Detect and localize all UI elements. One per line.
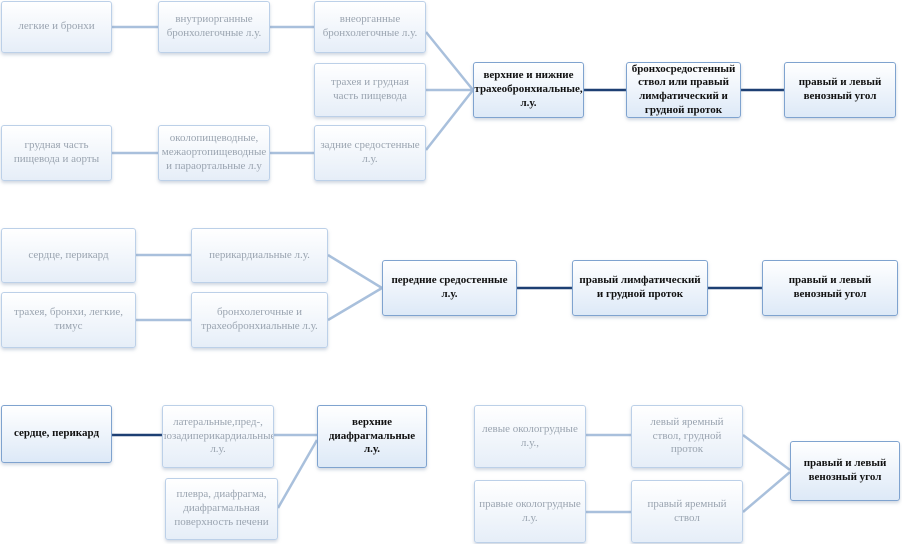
node-lungs-bronchi: легкие и бронхи	[1, 1, 112, 53]
node-upper-diaphragmatic-ln: верхние диафрагмальные л.у.	[317, 405, 427, 468]
edge-right-jugular-to-venous-angle	[742, 471, 791, 513]
node-trachea-bronchi-thymus: трахея, бронхи, легкие, тимус	[1, 292, 136, 348]
node-venous-angle-3: правый и левый венозный угол	[790, 441, 900, 501]
node-venous-angle-2: правый и левый венозный угол	[762, 260, 898, 316]
edge-left-jugular-to-venous-angle	[742, 433, 791, 472]
node-bronchopulmonary-ln: бронхолегочные и трахеобронхиальные л.у.	[191, 292, 328, 348]
node-extraorgan-ln: внеорганные бронхолегочные л.у.	[314, 1, 426, 53]
edge-bronchopulmonary-to-anterior	[327, 286, 383, 322]
node-right-lymphatic-duct: правый лимфатический и грудной проток	[572, 260, 708, 316]
node-anterior-mediastinal-ln: передние средостенные л.у.	[382, 260, 517, 316]
node-pleura-diaphragm-liver: плевра, диафрагма, диафрагмальная поверх…	[165, 478, 278, 540]
edge-posterior-to-tracheobronchial	[425, 89, 474, 151]
node-intraorgan-ln: внутриорганные бронхолегочные л.у.	[158, 1, 270, 53]
node-tracheobronchial-ln: верхние и нижние трахеобронхиальные, л.у…	[473, 62, 584, 118]
node-lateral-prepericardial-ln: латеральные,пред-, позадиперикардиальные…	[162, 405, 274, 468]
node-right-parasternal-ln: правые окологрудные л.у.	[474, 480, 586, 543]
edge-pericardial-to-anterior	[327, 253, 383, 290]
node-heart-pericardium-3: сердце, перикард	[1, 405, 112, 463]
node-left-parasternal-ln: левые окологрудные л.у.,	[474, 405, 586, 468]
node-posterior-mediastinal-ln: задние средостенные л.у.	[314, 125, 426, 181]
node-heart-pericardium-2: сердце, перикард	[1, 228, 136, 283]
node-bronchomediastinal-trunk: бронхосредостенный ствол или правый лимф…	[626, 62, 741, 118]
node-trachea-esophagus: трахея и грудная часть пищевода	[314, 63, 426, 117]
node-right-jugular-trunk: правый яремный ствол	[631, 480, 743, 543]
node-venous-angle-1: правый и левый венозный угол	[784, 62, 896, 118]
node-pericardial-ln: перикардиальные л.у.	[191, 228, 328, 283]
node-left-jugular-trunk: левый яремный ствол, грудной проток	[631, 405, 743, 468]
node-esophagus-aorta: грудная часть пищевода и аорты	[1, 125, 112, 181]
edge-pleura-to-upper-diaphragmatic	[276, 439, 319, 509]
edge-extraorgan-to-tracheobronchial	[425, 31, 474, 91]
node-periesophageal-ln: околопищеводные, межаортопищеводные и па…	[158, 125, 270, 181]
